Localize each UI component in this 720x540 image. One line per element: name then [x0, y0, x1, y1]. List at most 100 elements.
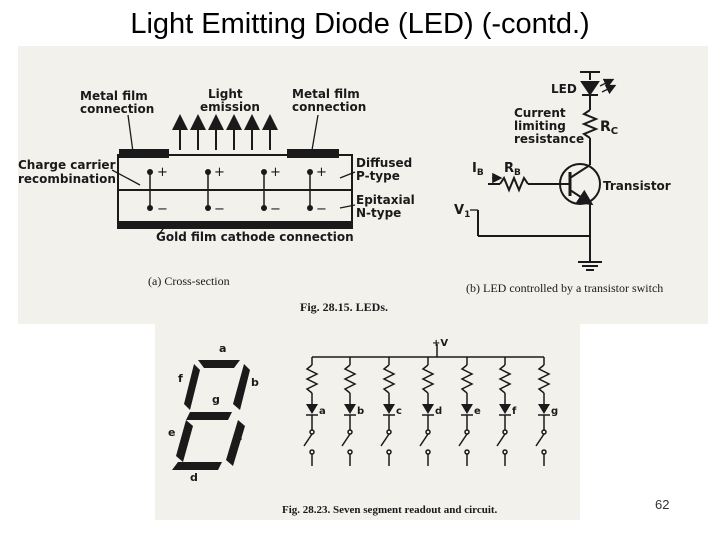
label-rc: RC — [600, 119, 618, 137]
label-led: LED — [551, 82, 577, 96]
gold-film-cathode — [117, 221, 353, 229]
label-epitaxial-1: Epitaxial — [356, 193, 415, 207]
seg-label-g: g — [212, 393, 220, 406]
metal-film-left — [119, 149, 169, 158]
label-light-1: Light — [208, 87, 243, 101]
segment-e — [176, 420, 193, 462]
leader-metal-left — [127, 114, 134, 153]
seg-label-a: a — [219, 342, 226, 355]
caption-cross-section: (a) Cross-section — [148, 274, 230, 288]
label-v1: V1 — [454, 203, 470, 220]
label-metal-film-right-2: connection — [292, 100, 366, 114]
leader-gold-film — [157, 225, 166, 237]
resistor-c — [382, 364, 396, 394]
channel-label-d: d — [435, 406, 442, 417]
caption-seven-segment: Fig. 28.23. Seven segment readout and ci… — [282, 504, 498, 516]
carrier-dots — [147, 169, 313, 211]
label-diffused-2: P-type — [356, 169, 400, 183]
leader-recombination — [111, 169, 141, 186]
svg-text:−: − — [157, 202, 168, 217]
led-f — [499, 404, 511, 414]
led-c — [383, 404, 395, 414]
svg-text:+: + — [157, 165, 168, 180]
seg-label-c: c — [236, 430, 243, 443]
caption-fig-28-15: Fig. 28.15. LEDs. — [300, 300, 388, 314]
page-number: 62 — [655, 497, 670, 512]
label-rb: RB — [504, 161, 521, 178]
seven-segment-circuit — [311, 344, 545, 365]
led-b — [344, 404, 356, 414]
channel-label-e: e — [474, 406, 481, 417]
slide-title: Light Emitting Diode (LED) (-contd.) — [130, 8, 590, 40]
seg-label-e: e — [168, 426, 175, 439]
label-charge-carrier-1: Charge carrier — [18, 158, 116, 172]
switch-blade-b — [341, 433, 351, 447]
resistor-rc — [581, 109, 599, 139]
label-epitaxial-2: N-type — [356, 206, 401, 220]
channel-label-f: f — [512, 406, 517, 417]
label-charge-carrier-2: recombination — [18, 172, 116, 186]
resistor-a — [305, 364, 319, 394]
channel-label-a: a — [319, 406, 326, 417]
segment-a — [198, 360, 240, 368]
svg-text:+: + — [214, 165, 225, 180]
resistor-f — [498, 364, 512, 394]
seven-segment-display — [172, 360, 250, 470]
resistor-d — [421, 364, 435, 394]
seg-label-f: f — [178, 372, 183, 385]
resistor-b — [343, 364, 357, 394]
label-supply: +V — [432, 338, 448, 349]
scan-background-bottom — [155, 322, 580, 520]
label-ib: IB — [472, 161, 484, 178]
caption-transistor-switch: (b) LED controlled by a transistor switc… — [466, 281, 663, 295]
switch-blade-e — [458, 433, 468, 447]
led-a — [306, 404, 318, 414]
seg-label-d: d — [190, 471, 198, 484]
led-symbol — [580, 81, 600, 96]
leader-epitaxial — [339, 204, 356, 209]
led-light-arrow-1 — [599, 78, 615, 89]
resistor-rb — [499, 175, 529, 193]
svg-text:−: − — [270, 202, 281, 217]
label-metal-film-left-1: Metal film — [80, 89, 148, 103]
resistor-g — [537, 364, 551, 394]
led-light-arrow-2 — [601, 84, 617, 95]
label-current-3: resistance — [514, 132, 584, 146]
svg-text:+: + — [270, 165, 281, 180]
segment-f — [184, 364, 200, 410]
resistor-e — [460, 364, 474, 394]
leader-metal-right — [311, 114, 319, 151]
switch-blade-g — [535, 433, 545, 447]
label-metal-film-right-1: Metal film — [292, 87, 360, 101]
charge-signs: + + + + − − − − — [157, 165, 327, 217]
switch-blade-c — [380, 433, 390, 447]
cross-section-diagram: + + + + − − − − — [111, 114, 356, 237]
led-e — [461, 404, 473, 414]
channel-label-g: g — [551, 406, 558, 417]
channel-label-c: c — [396, 406, 402, 417]
label-transistor: Transistor — [603, 179, 671, 193]
segment-g — [186, 412, 232, 420]
transistor-switch-diagram — [470, 71, 617, 271]
svg-text:−: − — [316, 202, 327, 217]
label-diffused-1: Diffused — [356, 156, 412, 170]
scan-background-top — [18, 46, 708, 324]
label-gold-film: Gold film cathode connection — [156, 230, 354, 244]
light-emission-arrows — [172, 114, 278, 150]
segment-d — [172, 462, 222, 470]
switch-blade-a — [303, 433, 313, 447]
label-light-2: emission — [200, 100, 260, 114]
svg-text:+: + — [316, 165, 327, 180]
led-d — [422, 404, 434, 414]
metal-film-right — [287, 149, 339, 158]
segment-c — [226, 420, 245, 466]
seg-label-b: b — [251, 376, 259, 389]
carrier-columns — [149, 172, 311, 208]
switch-blade-f — [496, 433, 506, 447]
label-current-1: Current — [514, 106, 566, 120]
led-g — [538, 404, 550, 414]
label-current-2: limiting — [514, 119, 566, 133]
svg-text:−: − — [214, 202, 225, 217]
